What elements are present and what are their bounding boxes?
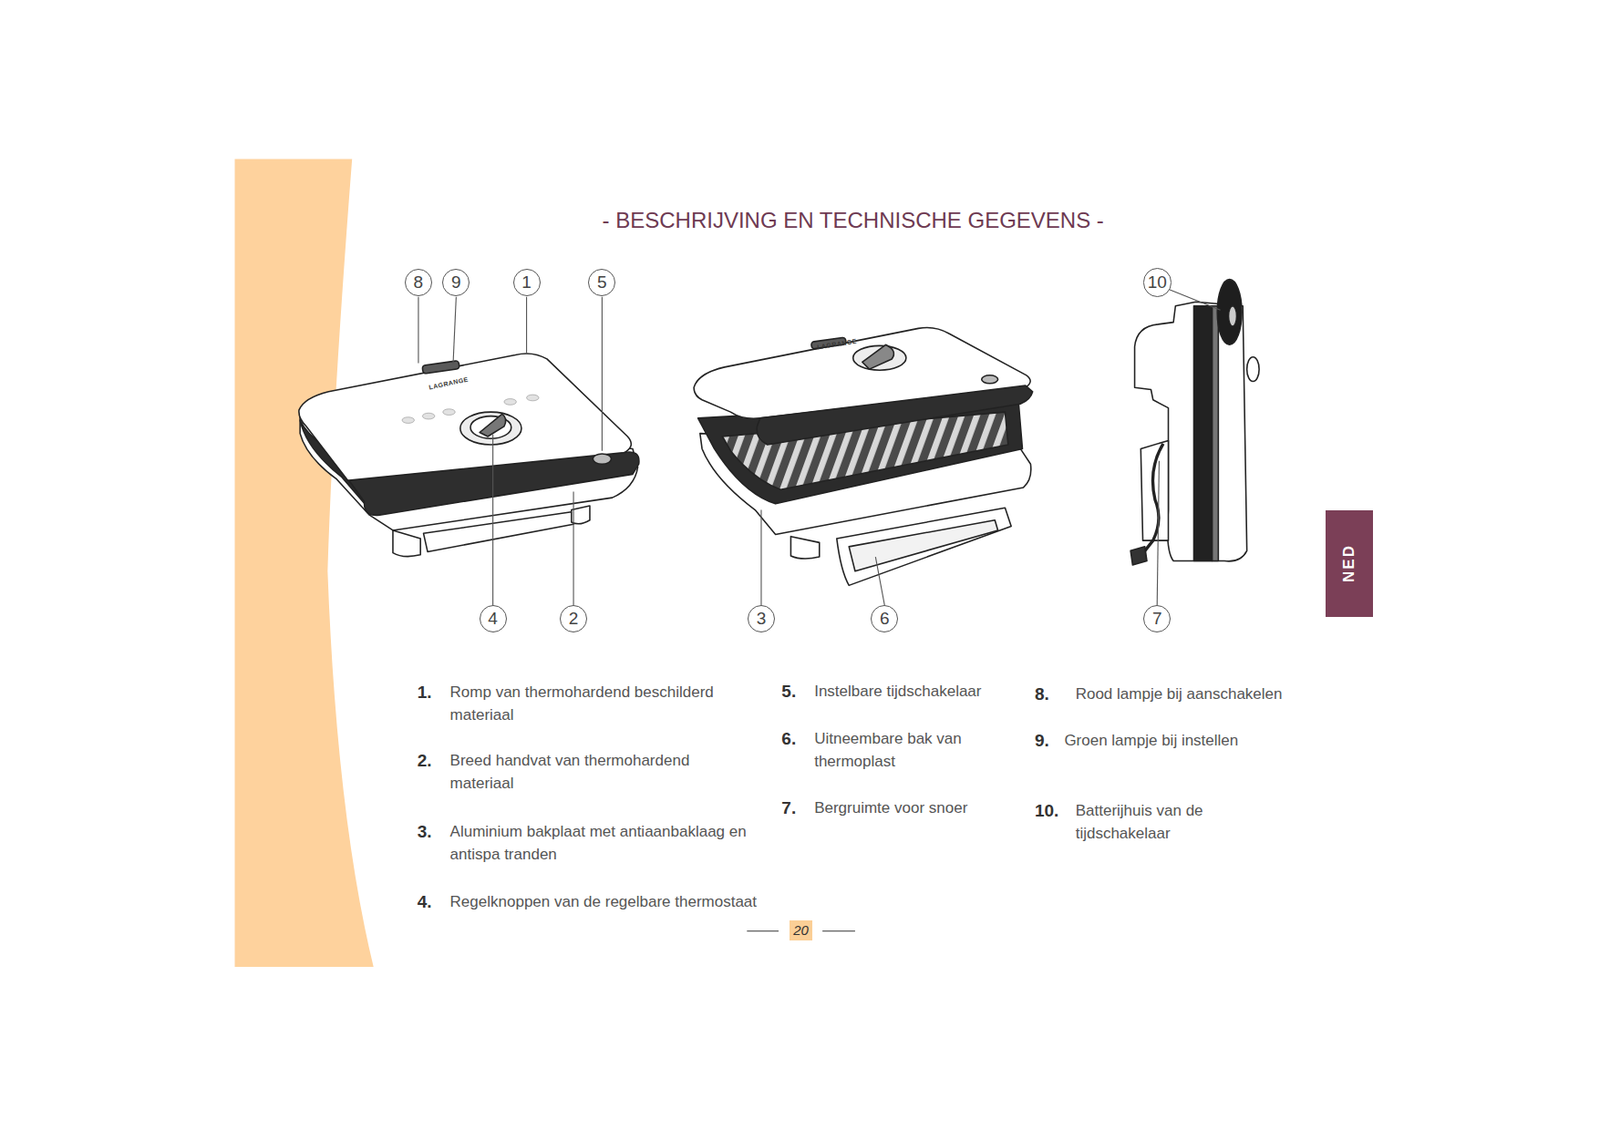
thermostat-ring <box>460 412 522 445</box>
foot <box>392 530 421 558</box>
side-view <box>1130 279 1260 566</box>
callout-text: 4 <box>487 609 498 630</box>
callout-number: 2 <box>559 605 588 633</box>
callout-text: 5 <box>597 272 608 293</box>
item-description: Batterijhuis van de tijdschakelaar <box>1075 799 1227 846</box>
foot <box>571 505 590 525</box>
item-description: Breed handvat van thermohardend materiaa… <box>450 749 752 795</box>
leader-lines <box>526 297 527 354</box>
knob-side <box>1247 357 1260 382</box>
item-description: Aluminium bakplaat met antiaanbaklaag en… <box>450 820 765 867</box>
item-number: 8. <box>1034 682 1050 706</box>
leader-lines <box>453 297 456 365</box>
drip-tray-inner <box>848 520 998 572</box>
setting-marks <box>504 399 517 406</box>
page-rule <box>746 930 779 932</box>
battery-housing <box>1217 279 1242 346</box>
battery-cover <box>1228 306 1238 327</box>
language-tab: NED <box>1325 510 1373 618</box>
grill-plate-side <box>1193 306 1212 562</box>
node-text: NED <box>1340 544 1359 583</box>
knob-grip <box>479 413 506 437</box>
leader-lines <box>417 297 419 364</box>
foot <box>790 536 819 559</box>
setting-marks <box>443 409 455 416</box>
item-number: 7. <box>781 796 796 820</box>
callout-number: 6 <box>870 605 899 633</box>
item-number: 5. <box>781 680 796 703</box>
callout-text: 8 <box>413 272 424 293</box>
indicator-lights <box>422 361 460 374</box>
callout-text: 2 <box>568 609 579 630</box>
callout-text: 10 <box>1147 272 1167 293</box>
callout-number: 5 <box>588 268 616 297</box>
callout-text: 9 <box>451 272 462 293</box>
page-title: - BESCHRIJVING EN TECHNISCHE GEGEVENS - <box>602 207 1105 234</box>
item-number: 2. <box>417 749 433 773</box>
drip-tray <box>836 507 1012 586</box>
leader-lines <box>1169 289 1221 310</box>
handle-button <box>592 454 611 465</box>
item-number: 6. <box>781 727 796 751</box>
leader-lines <box>601 297 603 452</box>
brand-mark: LAGRANGE <box>428 375 470 391</box>
page-rule <box>822 930 856 932</box>
node-text: 20 <box>793 922 809 939</box>
leader-lines <box>875 557 885 607</box>
callout-text: 3 <box>756 609 767 630</box>
callout-number: 4 <box>479 605 507 633</box>
callout-number: 7 <box>1143 605 1171 633</box>
setting-marks <box>402 417 414 424</box>
item-description: Romp van thermohardend beschilderd mater… <box>450 681 752 727</box>
page-number: 20 <box>789 920 813 941</box>
callout-number: 1 <box>513 268 541 297</box>
callout-text: 1 <box>521 272 532 293</box>
callout-number: 8 <box>404 268 433 297</box>
callout-text: 6 <box>879 609 890 630</box>
brand-mark: LAGRANGE <box>815 338 857 351</box>
callout-number: 10 <box>1143 268 1172 297</box>
thermostat-knob <box>862 344 895 370</box>
item-number: 4. <box>417 890 433 914</box>
setting-marks <box>422 412 434 420</box>
leader-lines <box>492 434 494 607</box>
item-description: Instelbare tijdschakelaar <box>814 680 1024 703</box>
item-description: Bergruimte voor snoer <box>814 796 1024 820</box>
callout-number: 3 <box>747 605 775 633</box>
handle-band <box>756 385 1033 445</box>
open-grill <box>693 327 1033 586</box>
closed-grill <box>299 353 640 558</box>
leader-lines <box>418 289 1221 607</box>
item-description: Regelknoppen van de regelbare thermostaa… <box>450 890 834 914</box>
drip-tray <box>423 512 575 553</box>
leader-lines <box>1156 461 1159 607</box>
callout-text: 7 <box>1152 609 1163 630</box>
item-description: Uitneembare bak van thermoplast <box>814 727 1002 774</box>
power-plug <box>1130 547 1147 566</box>
grill-plate-edge <box>1212 306 1219 562</box>
item-description: Groen lampje bij instellen <box>1063 729 1329 753</box>
leader-lines <box>572 491 574 606</box>
callout-number: 9 <box>442 268 470 297</box>
item-number: 9. <box>1034 729 1050 753</box>
leader-lines <box>760 510 762 607</box>
item-description: Rood lampje bij aanschakelen <box>1075 682 1341 706</box>
item-number: 3. <box>417 820 433 844</box>
side-band <box>235 159 374 968</box>
setting-marks <box>526 394 539 402</box>
handle-band <box>349 452 640 516</box>
handle-button <box>981 375 999 384</box>
item-number: 10. <box>1034 799 1059 823</box>
power-cord <box>1138 443 1164 559</box>
item-number: 1. <box>417 681 433 704</box>
